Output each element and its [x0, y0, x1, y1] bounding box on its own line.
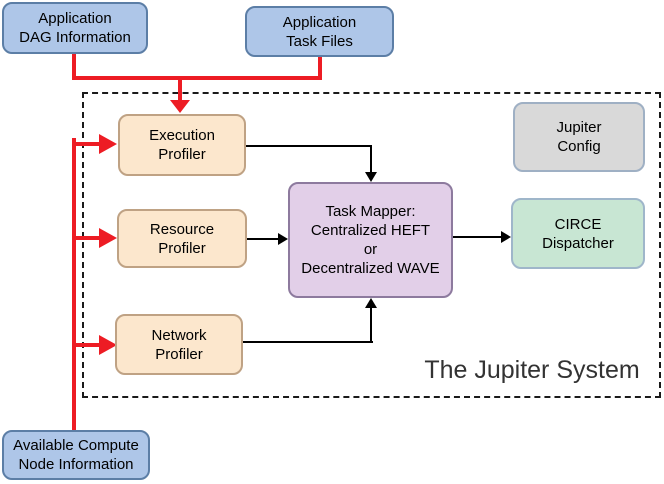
node-label-line: Execution: [149, 127, 215, 144]
node-available-compute-node-information: Available Compute Node Information: [2, 430, 150, 480]
node-label-line: Resource: [149, 220, 215, 238]
arrowhead-into-mapper-top: [365, 172, 377, 182]
arrowhead-into-mapper-bottom: [365, 298, 377, 308]
node-label-line: Network: [151, 326, 207, 344]
node-label-line: Task Files: [286, 32, 353, 50]
node-label-line: Centralized HEFT: [310, 222, 431, 239]
arrow-branch-execution: [72, 142, 100, 146]
arrow-taskfiles-down-segment: [318, 57, 322, 80]
arrowhead-into-execution-left: [99, 134, 117, 154]
line-network-to-mapper-v: [370, 307, 372, 343]
node-application-task-files: Application Task Files: [245, 6, 394, 57]
node-label-line: or: [363, 241, 378, 258]
node-network-profiler: Network Profiler: [115, 314, 243, 375]
node-label-line: Application: [38, 10, 112, 27]
node-label-line: Dispatcher: [542, 234, 614, 252]
arrow-dag-down-segment: [72, 53, 76, 80]
line-resource-to-mapper: [247, 238, 279, 240]
arrowhead-into-mapper-left: [278, 233, 288, 245]
node-label-line: Profiler: [155, 345, 203, 363]
jupiter-system-label: The Jupiter System: [424, 356, 640, 384]
line-network-to-mapper-h: [243, 341, 373, 343]
arrow-to-execution-vertical-segment: [178, 80, 182, 101]
node-label-line: Available Compute: [13, 437, 139, 454]
jupiter-system-boundary: [82, 92, 661, 398]
node-label-line: Config: [557, 138, 601, 155]
arrowhead-into-network-left: [99, 335, 117, 355]
node-circe-dispatcher: CIRCE Dispatcher: [511, 198, 645, 269]
node-label-line: Task Mapper:: [325, 203, 416, 220]
node-resource-profiler: Resource Profiler: [117, 209, 247, 268]
line-execution-to-mapper-v: [370, 145, 372, 173]
node-label-line: Decentralized WAVE: [301, 260, 440, 277]
arrowhead-into-circe-left: [501, 231, 511, 243]
arrow-branch-resource: [72, 236, 100, 240]
arrowhead-into-execution-top: [170, 100, 190, 113]
node-task-mapper: Task Mapper: Centralized HEFT or Decentr…: [288, 182, 453, 298]
line-mapper-to-circe: [453, 236, 501, 238]
line-execution-to-mapper-h: [246, 145, 372, 147]
node-label-line: Profiler: [158, 146, 206, 163]
arrowhead-into-resource-left: [99, 228, 117, 248]
node-label-line: Application: [282, 13, 357, 31]
arrow-compute-node-rail: [72, 138, 76, 430]
node-jupiter-config: Jupiter Config: [513, 102, 645, 172]
node-label-line: Jupiter: [556, 119, 602, 136]
arrow-inputs-horizontal-segment: [72, 76, 322, 80]
node-label-line: Node Information: [18, 456, 134, 473]
node-label-line: Profiler: [158, 239, 206, 257]
node-label-line: CIRCE: [554, 215, 602, 233]
node-execution-profiler: Execution Profiler: [118, 114, 246, 176]
node-application-dag-information: Application DAG Information: [2, 2, 148, 54]
arrow-branch-network: [72, 343, 100, 347]
node-label-line: DAG Information: [19, 29, 131, 46]
